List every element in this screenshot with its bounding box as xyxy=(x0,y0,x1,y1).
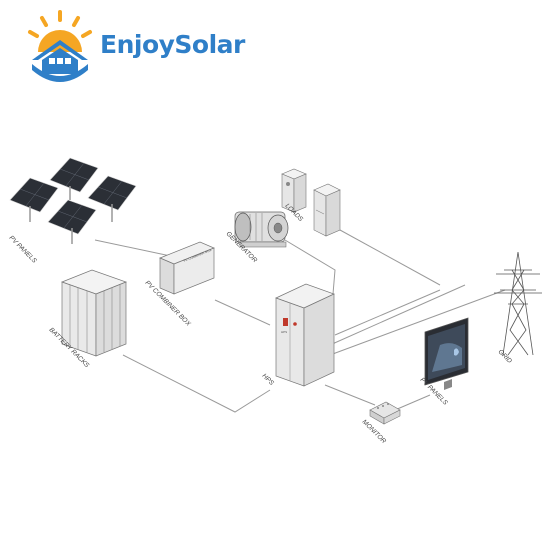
hps-label: HPS xyxy=(261,372,276,387)
battery-racks xyxy=(61,269,127,357)
connection-lines xyxy=(94,229,506,413)
generator xyxy=(234,211,289,248)
hps-panel-text: HPS xyxy=(281,330,287,334)
grid-tower xyxy=(494,251,542,356)
enjoysolar-logo xyxy=(28,10,92,82)
pv-panels-label: PV PANELS xyxy=(8,234,39,265)
pv-panels-array xyxy=(9,157,137,244)
loads xyxy=(281,168,341,237)
monitor-device xyxy=(369,401,401,425)
pv-combiner-box: PV COMBINER BOX xyxy=(159,241,215,295)
hps-cabinet: HPS xyxy=(275,283,335,387)
house-icon xyxy=(32,40,88,82)
pv-panels-screen xyxy=(424,317,469,390)
brand-name: EnjoySolar xyxy=(100,30,245,59)
